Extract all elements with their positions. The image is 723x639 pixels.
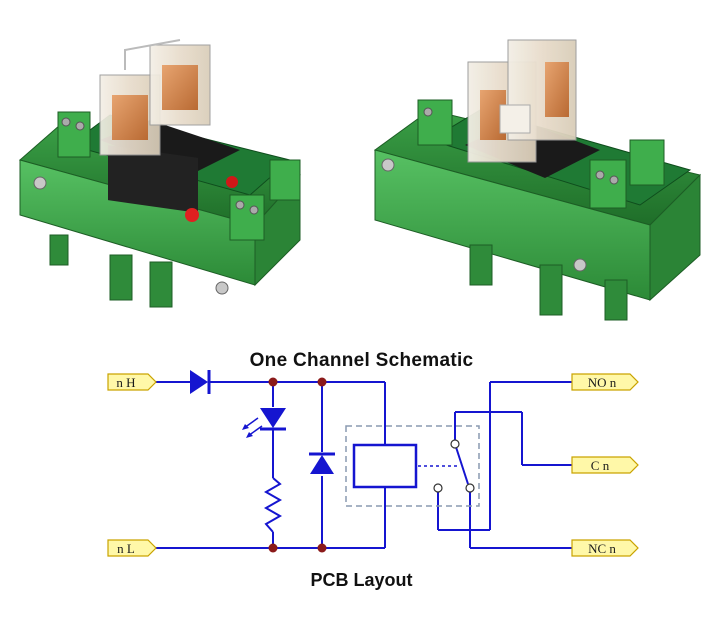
pcb-layout-caption: PCB Layout [310,570,413,590]
schematic-wires [155,381,572,549]
port-nc: NC n [571,539,639,557]
port-c-label: C n [591,458,610,473]
port-nh-label: n H [116,375,135,390]
product-photos [18,39,701,321]
junction-dots [268,377,327,553]
port-no-label: NO n [588,375,617,390]
port-nh: n H [107,373,157,391]
port-c: C n [571,456,639,474]
port-nl: n L [107,539,157,557]
port-nc-label: NC n [588,541,616,556]
right-relay-board-photo [373,39,701,321]
schematic-title: One Channel Schematic [249,350,474,371]
port-nl-label: n L [117,541,135,556]
relay-coil-symbol [352,443,418,489]
port-no: NO n [571,373,639,391]
left-relay-board-photo [18,39,301,308]
relay-contacts [433,439,475,493]
flyback-diode-symbol [309,452,335,474]
relay-boundary [345,425,480,507]
series-diode-symbol [190,370,211,394]
resistor-symbol [263,477,283,533]
led-symbol [242,408,286,438]
